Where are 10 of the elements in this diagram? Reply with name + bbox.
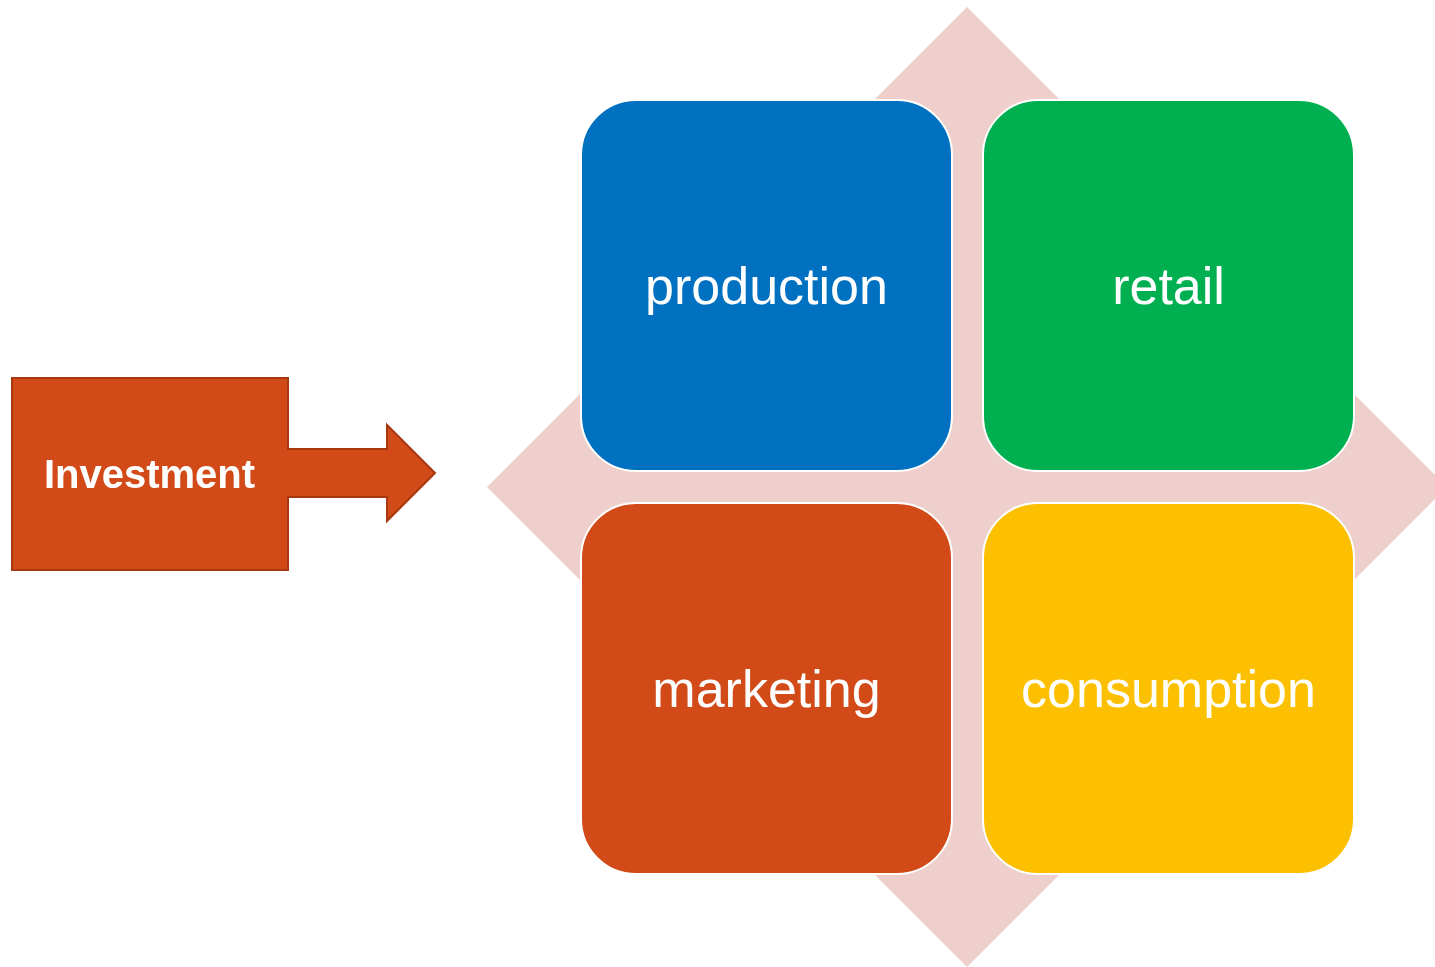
callout-text: Investment xyxy=(43,451,256,498)
box-label: marketing xyxy=(652,658,881,720)
rounded-box xyxy=(580,99,953,472)
box-label: production xyxy=(645,255,888,317)
rounded-box xyxy=(580,502,953,875)
box-label: consumption xyxy=(1021,658,1316,720)
arrow-callout xyxy=(11,377,437,571)
rounded-box xyxy=(982,502,1355,875)
rounded-box xyxy=(982,99,1355,472)
box-label: retail xyxy=(1112,255,1225,317)
